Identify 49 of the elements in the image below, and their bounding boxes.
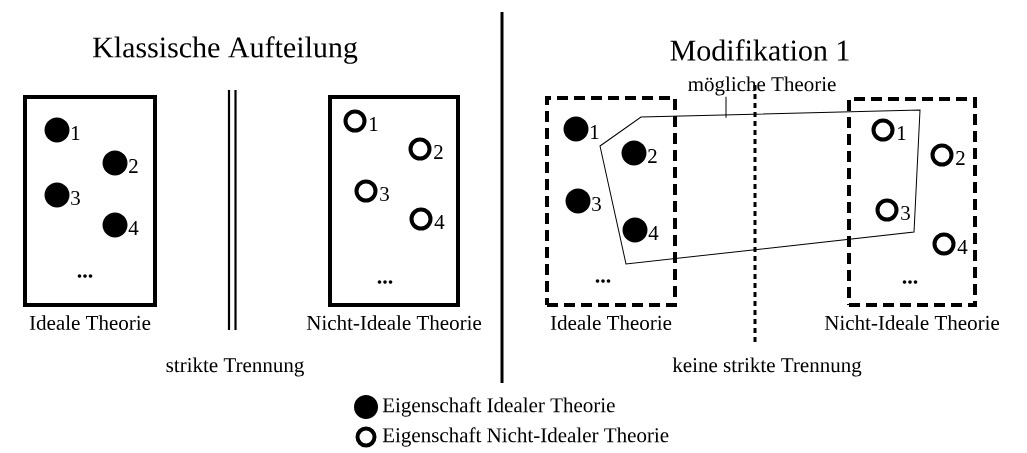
polygon-label: mögliche Theorie: [688, 76, 836, 96]
hollow-dot: [875, 198, 899, 222]
hollow-dot: [409, 207, 433, 231]
hollow-dot: [932, 232, 956, 256]
node-label: Ideale Theorie: [550, 315, 672, 330]
filled-dot: [44, 117, 70, 143]
node-label: Nicht-Ideale Theorie: [824, 315, 1000, 330]
theory-polygon: [599, 109, 921, 265]
separator-label: keine strikte Trennung: [672, 357, 862, 377]
node-label: Ideale Theorie: [29, 315, 151, 330]
filled-dot: [622, 217, 648, 243]
property-number: 4: [648, 226, 659, 240]
filled-dot: [44, 182, 70, 208]
leader-line: [725, 96, 727, 119]
hollow-dot: [408, 137, 432, 161]
filled-dot: [102, 150, 128, 176]
property-number: 3: [380, 186, 389, 202]
property-number: 2: [129, 159, 138, 173]
section-title: Modifikation 1: [670, 39, 849, 61]
filled-dot: [102, 212, 128, 238]
property-number: 2: [434, 145, 443, 159]
property-number: 3: [71, 190, 80, 206]
ellipsis: ...: [377, 280, 393, 284]
filled-dot: [621, 140, 647, 166]
ellipsis: ...: [77, 274, 93, 278]
hollow-dot: [930, 143, 954, 167]
property-number: 4: [957, 240, 968, 254]
filled-dot: [565, 188, 591, 214]
hollow-dot: [354, 179, 378, 203]
hollow-dot: [343, 109, 367, 133]
property-number: 4: [128, 221, 139, 235]
property-number: 4: [434, 215, 445, 229]
property-number: 1: [591, 125, 599, 139]
section-title: Klassische Aufteilung: [93, 36, 358, 64]
ellipsis: ...: [902, 280, 918, 284]
legend-text: Eigenschaft Nicht-Idealer Theorie: [382, 427, 669, 447]
property-number: 2: [648, 149, 657, 163]
property-number: 2: [956, 151, 965, 165]
filled-dot: [563, 116, 589, 142]
property-number: 1: [370, 117, 378, 131]
hollow-dot: [871, 118, 895, 142]
property-number: 3: [901, 205, 910, 221]
node-label: Nicht-Ideale Theorie: [306, 315, 482, 330]
separator-label: strikte Trennung: [166, 357, 304, 377]
property-number: 1: [72, 126, 80, 140]
legend-text: Eigenschaft Idealer Theorie: [382, 397, 615, 417]
property-number: 3: [592, 196, 601, 212]
ellipsis: ...: [595, 279, 611, 283]
property-number: 1: [898, 126, 906, 140]
